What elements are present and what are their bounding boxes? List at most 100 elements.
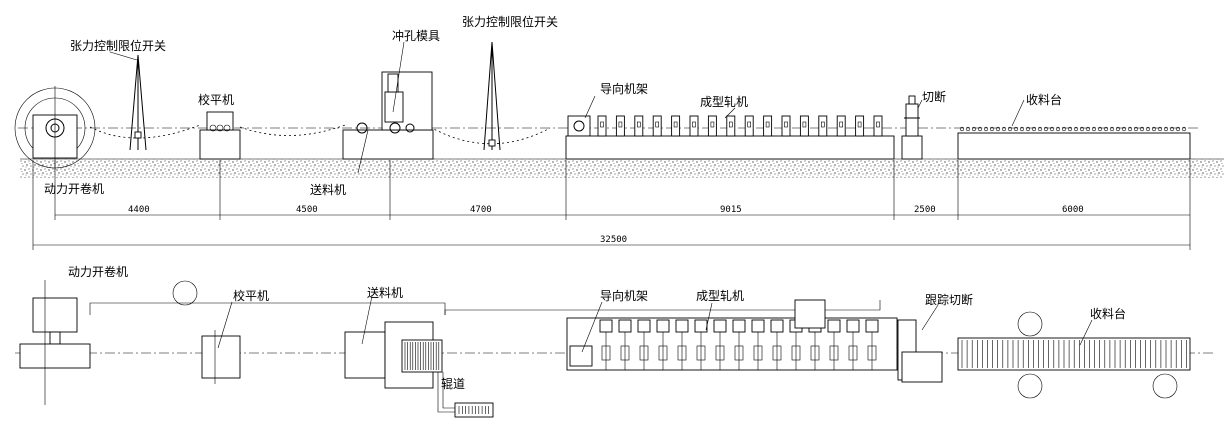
floor-ground [20,159,1224,178]
mill-stand-plan [770,319,784,333]
runout-roller [1067,126,1073,132]
mill-stand [597,115,607,137]
mill-stand [873,115,883,137]
mill-stand [634,115,644,137]
runout-roller [989,126,995,132]
uncoiler-plan [19,280,91,405]
runout-roller [1097,126,1103,132]
dim-9015: 9015 [720,205,742,215]
mill-stand-plan [656,319,670,333]
uncoiler-machine [14,86,96,170]
mill-stand [689,115,699,137]
runout-roller [959,126,965,132]
mill-stand [781,115,791,137]
runout-roller [1085,126,1091,132]
mill-stand-plan [637,319,651,333]
label-tension-switch-1: 张力控制限位开关 [70,38,166,53]
plan-label-leveler: 校平机 [233,288,269,303]
tension-switch-2 [483,41,501,151]
label-cutoff: 切断 [922,89,946,104]
tracking-cutoff-plan [897,319,943,383]
mill-stand [799,115,809,137]
plan-view [15,280,1215,418]
plan-label-runout-table: 收料台 [1090,306,1126,321]
runout-roller [1109,126,1115,132]
plan-label-tracking-cutoff: 跟踪切断 [925,292,973,307]
runout-roller [1043,126,1049,132]
runout-roller [1103,126,1109,132]
drive-box [794,299,826,329]
mill-stand [744,115,754,137]
runout-roller [965,126,971,132]
runout-roller [977,126,983,132]
mill-stand-plan [865,319,879,333]
forming-mill-plan [566,317,898,371]
runout-roller [1151,126,1157,132]
mill-stand [818,115,828,137]
runout-roller [1061,126,1067,132]
roller-way-plan [437,372,494,418]
runout-roller [1079,126,1085,132]
runout-roller [1169,126,1175,132]
side-view [14,41,1224,250]
runout-roller [1139,126,1145,132]
dim-4500: 4500 [296,205,318,215]
dim-2500: 2500 [914,205,936,215]
mill-stand [855,115,865,137]
label-punch-die: 冲孔模具 [392,28,440,43]
plan-label-uncoiler: 动力开卷机 [68,264,128,279]
mill-stand [726,115,736,137]
leveler-machine [199,111,241,160]
mill-stand [671,115,681,137]
dimension-lines [32,160,1191,250]
mill-stand [707,115,717,137]
strip-loop-3 [429,126,551,145]
forming-mill-machine [565,115,895,160]
label-tension-switch-2: 张力控制限位开关 [462,14,558,29]
runout-roller [1181,126,1187,132]
runout-roller [1037,126,1043,132]
runout-roller [1145,126,1151,132]
runout-roller [1157,126,1163,132]
dim-4400: 4400 [128,205,150,215]
dim-6000: 6000 [1062,205,1084,215]
plan-label-roller-way: 辊道 [441,377,465,391]
plan-label-guide-frame: 导向机架 [600,288,648,303]
strip-loop-2 [239,124,346,136]
label-feeder: 送料机 [310,182,346,197]
label-uncoiler: 动力开卷机 [44,181,104,196]
runout-table-plan [957,311,1191,399]
feeder-punch-machine [342,71,434,160]
runout-roller [1055,126,1061,132]
plan-label-forming-mill: 成型轧机 [696,289,744,303]
mill-stand-plan [618,319,632,333]
runout-roller [1013,126,1019,132]
dim-4700: 4700 [470,205,492,215]
label-guide-frame: 导向机架 [600,81,648,96]
mill-stand-plan [694,319,708,333]
plan-label-feeder: 送料机 [367,285,403,300]
dim-total: 32500 [600,235,627,245]
runout-roller [1115,126,1121,132]
runout-roller [1163,126,1169,132]
runout-table-side [957,126,1191,160]
label-forming-mill: 成型轧机 [700,95,748,109]
mill-stand [615,115,625,137]
runout-roller [1031,126,1037,132]
mill-stand [652,115,662,137]
mill-stand-plan [827,319,841,333]
runout-roller [971,126,977,132]
label-leveler: 校平机 [198,92,234,107]
mill-stand-plan [846,319,860,333]
runout-roller [1049,126,1055,132]
cutoff-machine [901,95,923,160]
runout-roller [1127,126,1133,132]
runout-roller [995,126,1001,132]
mill-stand [836,115,846,137]
runout-roller [983,126,989,132]
mill-stand-plan [675,319,689,333]
mill-stand-plan [713,319,727,333]
runout-roller [1007,126,1013,132]
